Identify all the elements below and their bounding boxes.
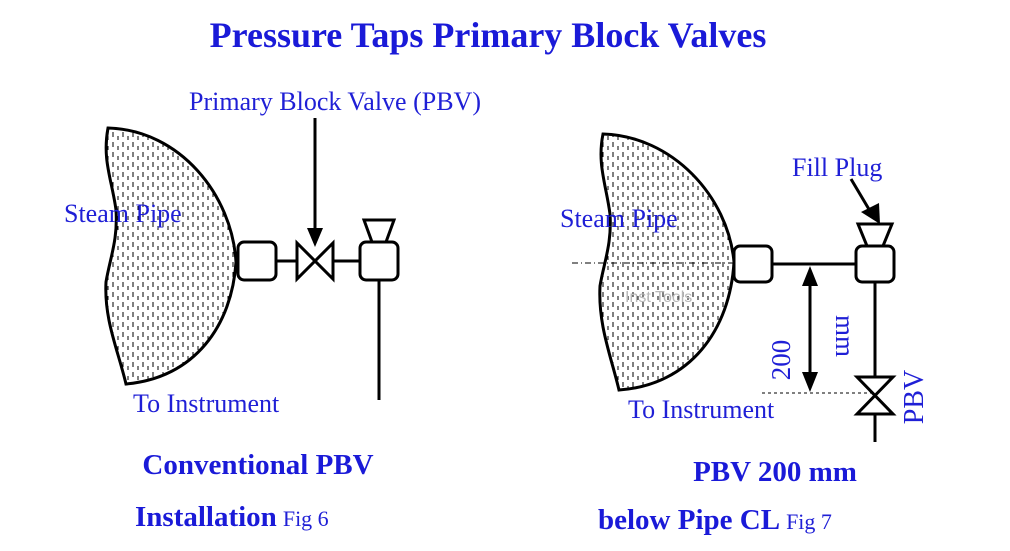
fig7-caption-line1: PBV 200 mm [693,456,857,488]
fig6-caption-line1: Conventional PBV [142,449,373,481]
fig6-pointer-arrow [307,228,323,247]
fig7-pbv-valve [853,375,897,416]
fig7-fill-plug [855,222,895,248]
fig7-diagram: 200 mm PBV Fill Plug Steam Pipe To Instr… [560,132,930,536]
fig7-dim-arrow-bottom [802,372,818,392]
fig6-fitting [358,240,400,282]
fig7-pbv-label: PBV [899,370,930,424]
fig6-diagram: Primary Block Valve (PBV) Steam Pipe To … [64,87,481,533]
fig7-dim-arrow-top [802,266,818,286]
page-title: Pressure Taps Primary Block Valves [210,15,767,55]
fig7-dim-unit: mm [830,315,860,357]
fig7-fill-plug-arrow [861,203,880,224]
watermark: Inst Tools [625,289,692,306]
fig7-steam-pipe [598,132,736,392]
fig6-nozzle [236,240,278,282]
fig7-instrument-label: To Instrument [628,395,775,424]
fig6-steam-pipe-label: Steam Pipe [64,199,182,228]
fig6-pbv-valve [295,239,335,283]
fig7-fill-plug-label: Fill Plug [792,153,882,182]
fig7-fitting [854,244,896,284]
fig7-nozzle [732,244,774,284]
fig6-steam-pipe [104,126,238,386]
fig6-pbv-label: Primary Block Valve (PBV) [189,87,481,116]
fig6-instrument-label: To Instrument [133,389,280,418]
fig6-plug [361,218,397,244]
fig7-steam-pipe-label: Steam Pipe [560,204,678,233]
fig7-dim-value: 200 [766,340,796,381]
